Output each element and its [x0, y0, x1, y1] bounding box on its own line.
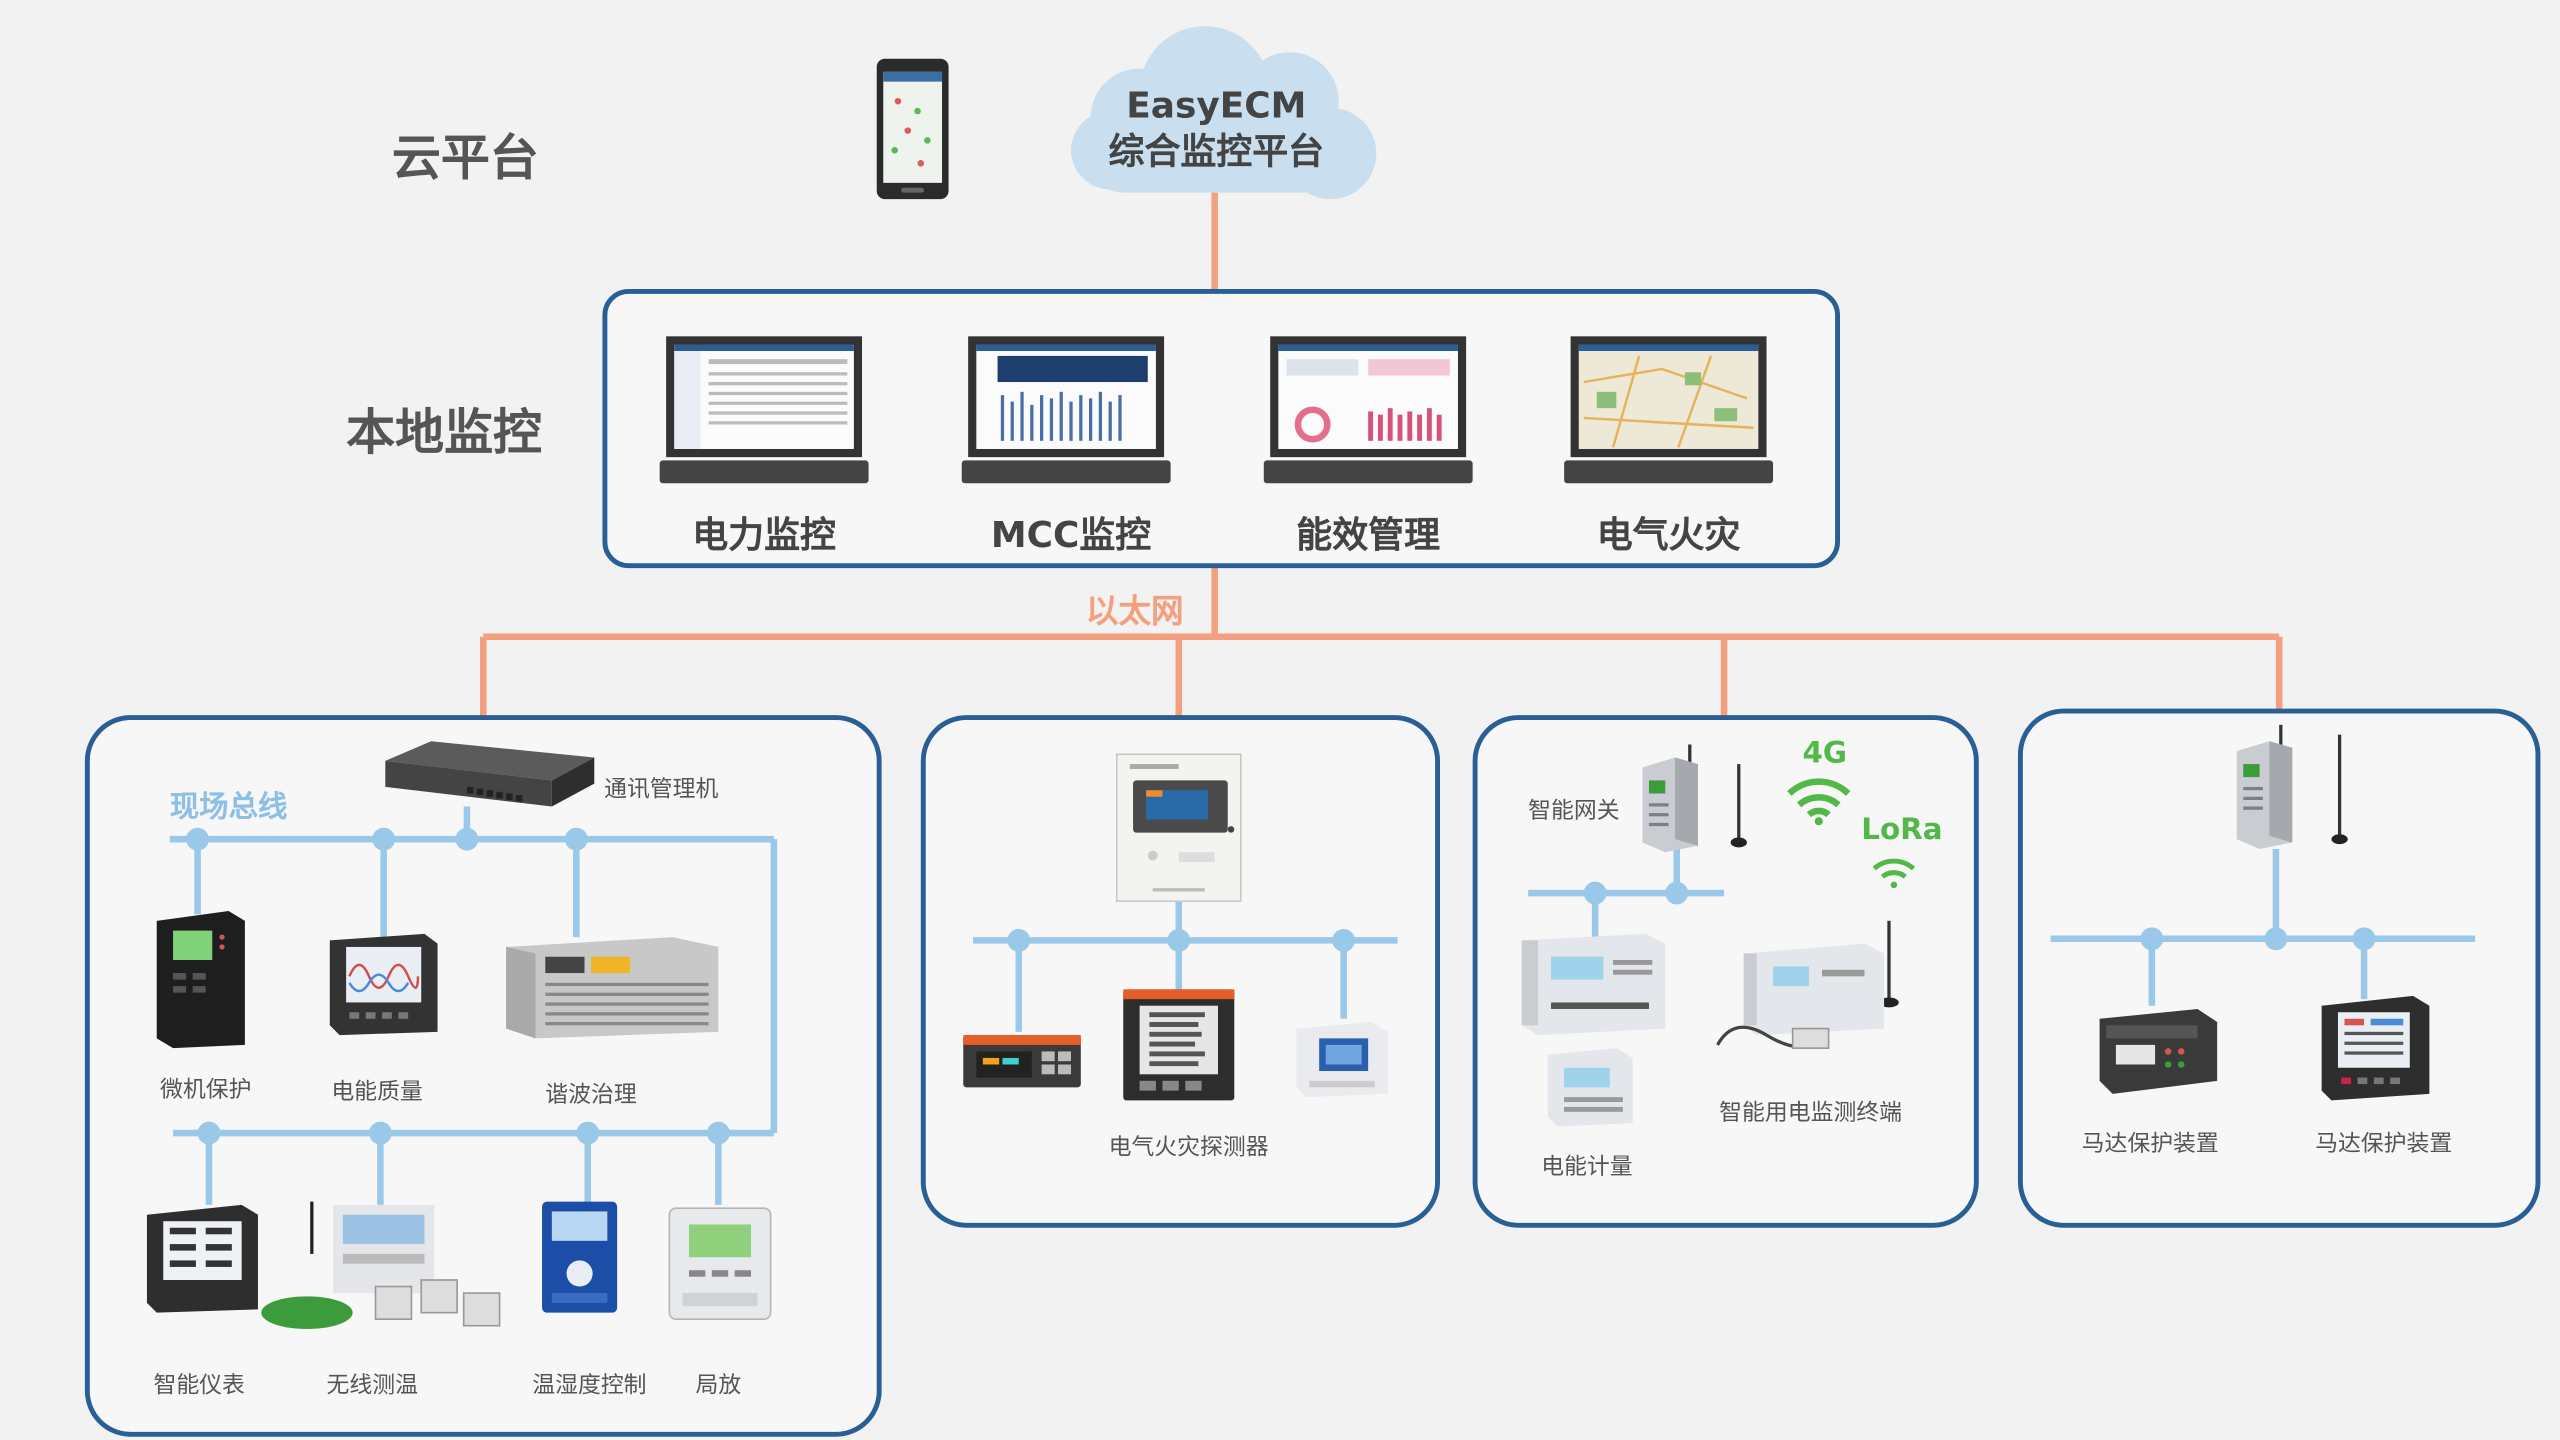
signal-4g-label: 4G: [1802, 736, 1848, 771]
energy-meter-3phase-icon: [1521, 933, 1666, 1036]
cloud-platform-subtitle: 综合监控平台: [1108, 132, 1325, 174]
device-label-harmonic: 谐波治理: [545, 1082, 637, 1109]
fire-detector-panel-icon: [1123, 989, 1235, 1101]
panel-smart-gateway: [1472, 715, 1979, 1228]
smart-gateway-icon: [1642, 744, 1747, 853]
device-label-protection: 微机保护: [159, 1077, 252, 1104]
microcomputer-protection-icon: [156, 911, 245, 1049]
laptop-energy-management-icon: [1263, 336, 1473, 484]
mobile-phone-icon: [876, 58, 949, 200]
fire-monitoring-host-icon: [1115, 753, 1242, 903]
cloud-icon: [1071, 26, 1377, 200]
energy-meter-din-icon: [1547, 1048, 1633, 1127]
wireless-temperature-icon: [261, 1201, 501, 1329]
motor-gateway-icon: [2236, 724, 2348, 849]
device-label-temp-humidity: 温湿度控制: [532, 1373, 647, 1400]
device-label-energy-meter: 电能计量: [1541, 1154, 1633, 1181]
harmonic-filter-icon: [506, 937, 719, 1039]
partial-discharge-icon: [668, 1207, 772, 1320]
cloud-platform-title: EasyECM 综合监控平台: [1045, 85, 1388, 176]
laptop-label-fire: 电气火灾: [1596, 515, 1741, 557]
device-label-fire-detector: 电气火灾探测器: [1108, 1134, 1269, 1161]
communication-manager-icon: [385, 741, 595, 807]
device-label-smart-meter: 智能仪表: [153, 1373, 245, 1400]
smart-gateway-label: 智能网关: [1528, 798, 1620, 825]
laptop-label-energy: 能效管理: [1296, 515, 1441, 557]
laptop-electrical-fire-map-icon: [1564, 336, 1774, 484]
smart-power-terminal-icon: [1716, 920, 1899, 1049]
device-label-wireless-temp: 无线测温: [326, 1373, 418, 1400]
laptop-mcc-monitoring-icon: [961, 336, 1171, 484]
fire-detector-din-icon: [1296, 1022, 1388, 1098]
device-label-motor-protection-2: 马达保护装置: [2315, 1131, 2453, 1158]
temperature-humidity-controller-icon: [542, 1201, 618, 1313]
signal-lora-label: LoRa: [1861, 813, 1943, 848]
wifi-lora-icon: [1872, 858, 1916, 889]
bus-junction-dots: [186, 827, 2376, 1145]
wifi-4g-icon: [1787, 778, 1851, 826]
tier-label-local: 本地监控: [346, 404, 543, 463]
fieldbus-label: 现场总线: [169, 790, 288, 825]
device-label-power-quality: 电能质量: [331, 1079, 423, 1106]
motor-protection-device-2-icon: [2321, 995, 2430, 1101]
tier-label-cloud: 云平台: [391, 130, 539, 188]
device-label-power-terminal: 智能用电监测终端: [1719, 1100, 1903, 1127]
ethernet-lines: [479, 192, 2283, 719]
motor-protection-device-1-icon: [2099, 1008, 2218, 1094]
laptop-power-monitoring-icon: [659, 336, 869, 484]
smart-meter-icon: [146, 1204, 258, 1313]
laptop-label-power: 电力监控: [692, 515, 836, 557]
device-label-motor-protection-1: 马达保护装置: [2081, 1131, 2219, 1158]
power-quality-analyzer-icon: [329, 933, 438, 1036]
device-label-partial-discharge: 局放: [695, 1373, 742, 1400]
communication-manager-label: 通讯管理机: [604, 777, 719, 804]
laptop-label-mcc: MCC监控: [990, 515, 1152, 557]
fire-detector-rail-icon: [963, 1035, 1081, 1088]
ethernet-label: 以太网: [1085, 591, 1184, 631]
cloud-platform-name: EasyECM: [1126, 86, 1307, 128]
